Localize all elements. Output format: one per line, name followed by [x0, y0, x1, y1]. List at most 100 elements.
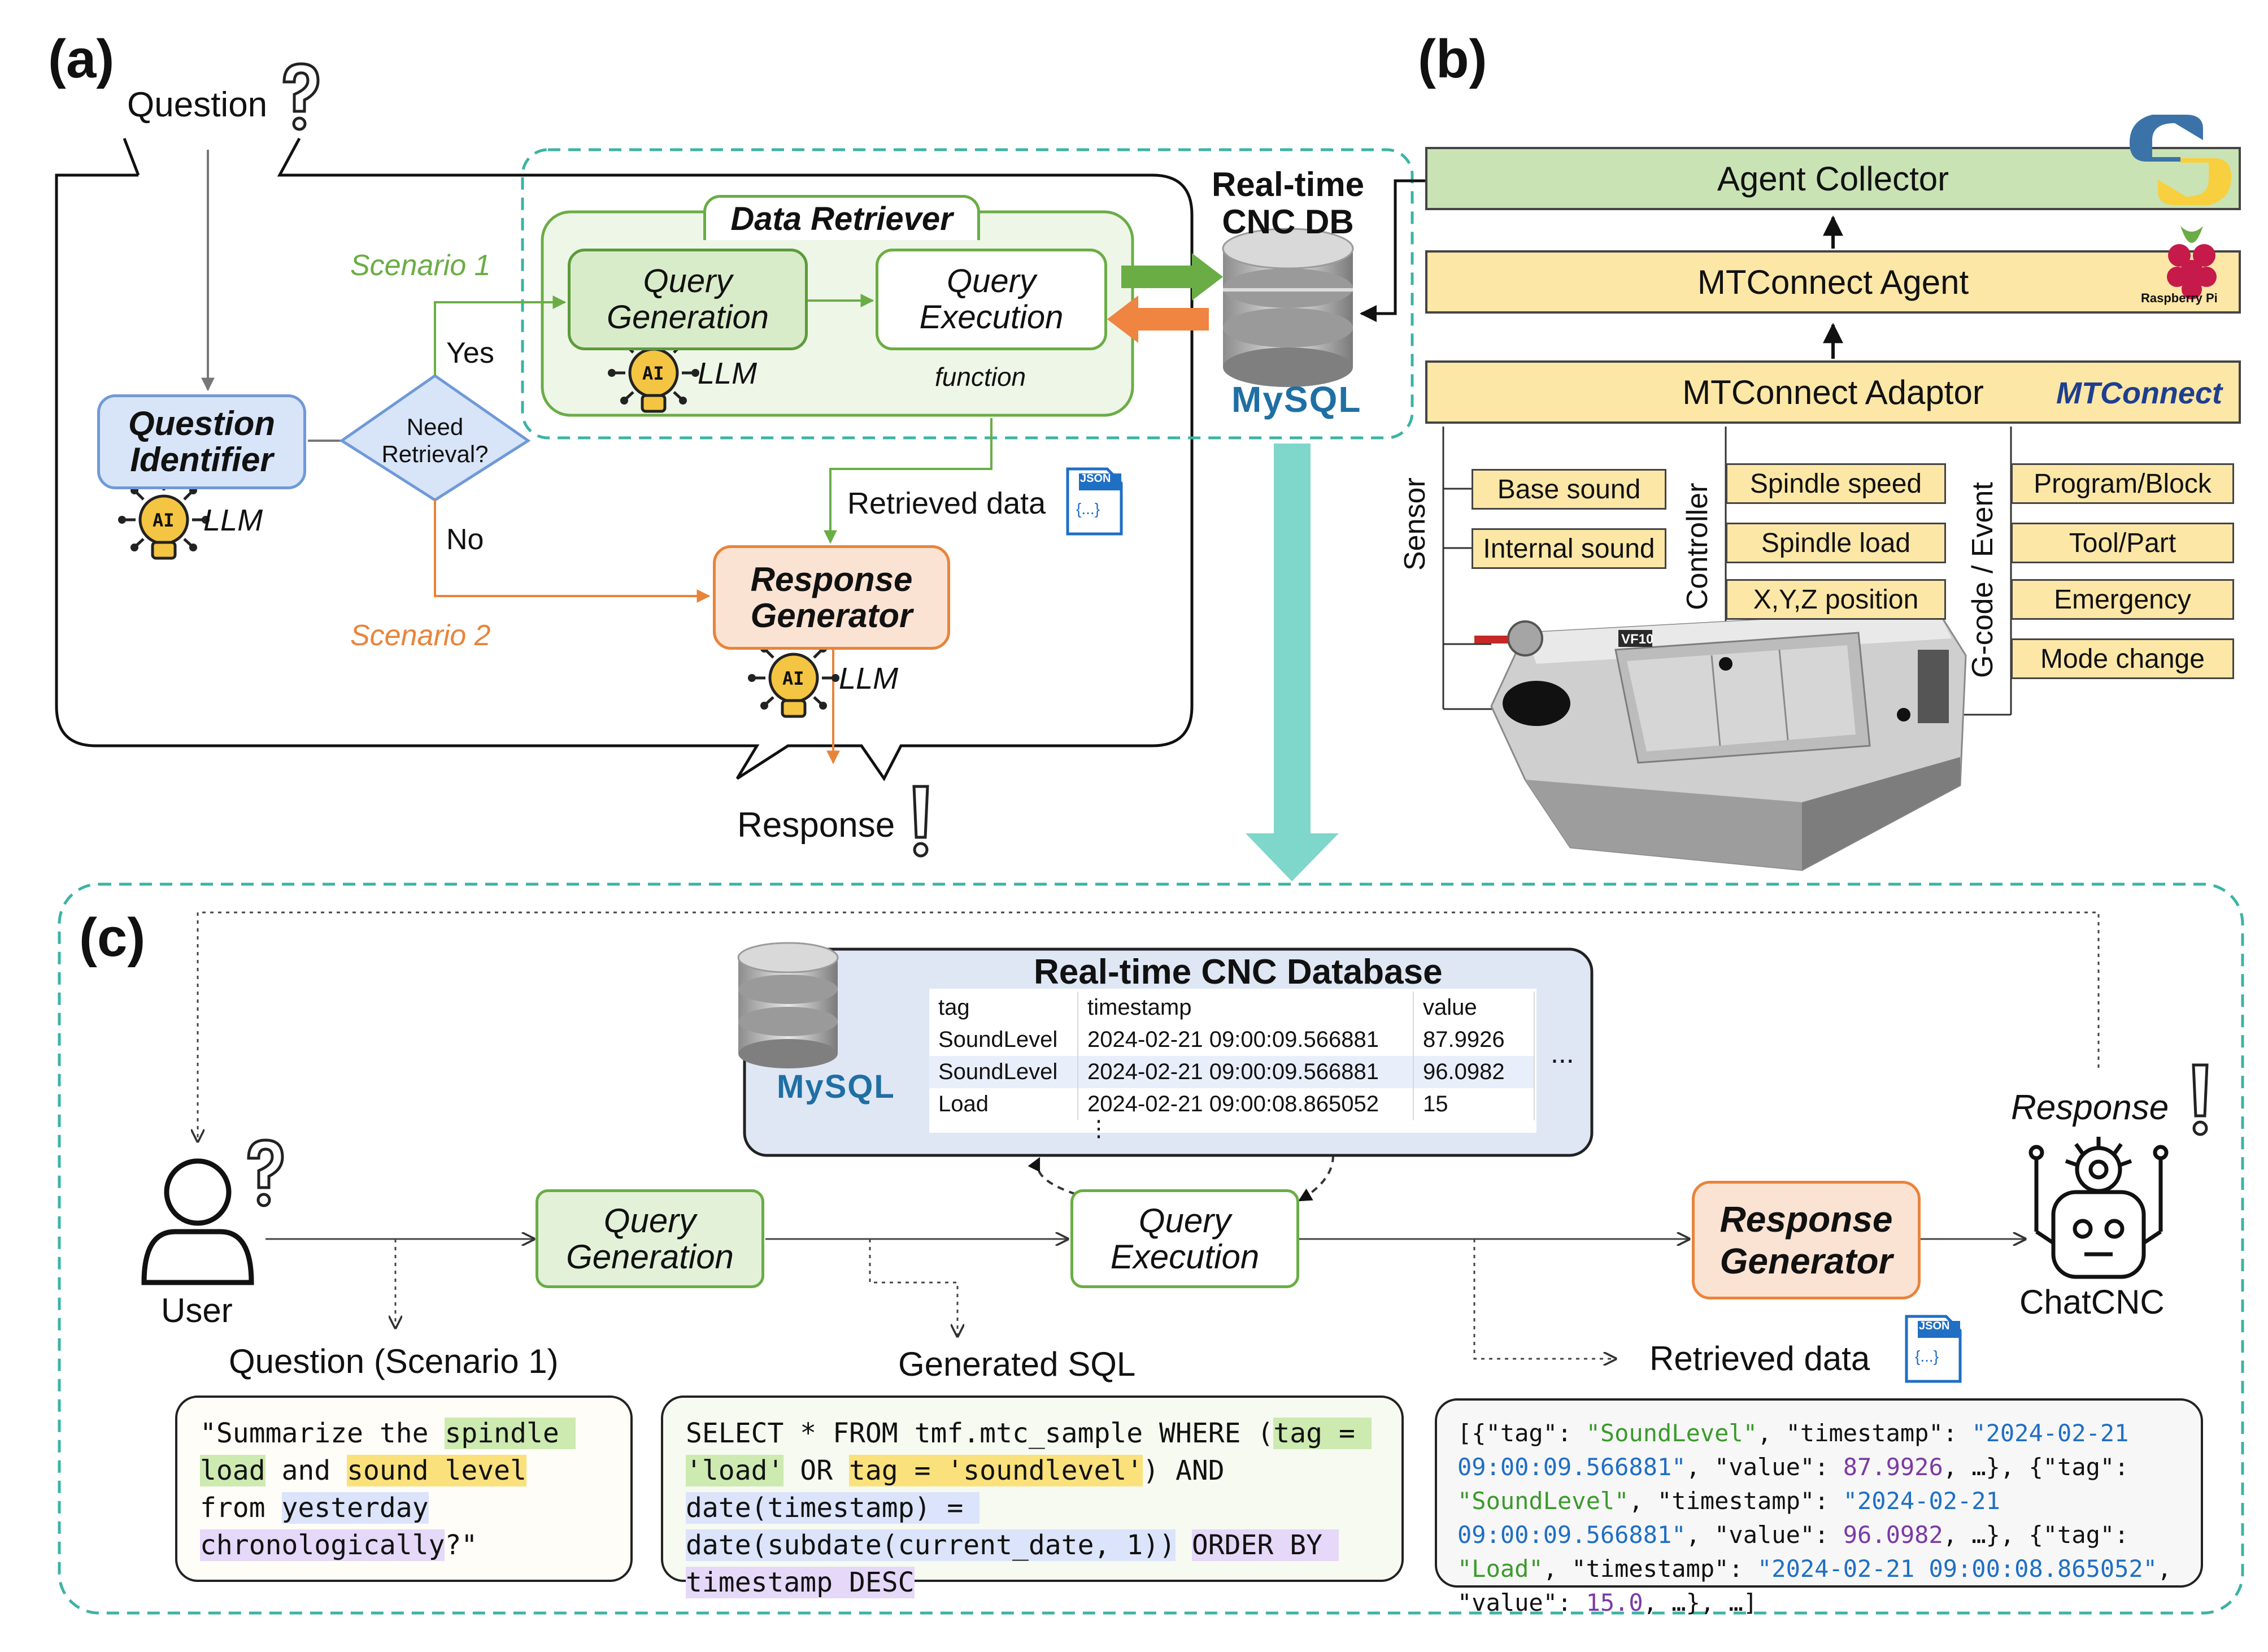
need-retrieval-label: Need Retrieval?: [381, 414, 489, 467]
llm-label: LLM: [839, 662, 899, 695]
question-identifier-box: Question Identifier: [97, 394, 306, 489]
table-cell: SoundLevel: [929, 1056, 1078, 1088]
table-header: tag: [929, 992, 1078, 1024]
table-header: value: [1413, 992, 1535, 1024]
question-label: Question: [127, 85, 268, 124]
bulb-icon: [748, 632, 839, 718]
user-label: User: [161, 1292, 233, 1329]
exclamation-icon: [912, 785, 929, 858]
sensor-item-label: Internal sound: [1483, 533, 1655, 564]
sql-text: OR: [783, 1455, 849, 1486]
scenario2-label: Scenario 2: [350, 619, 491, 652]
response-generator-label: Response Generator: [750, 560, 913, 634]
sql-highlight: tag = 'soundlevel': [848, 1455, 1143, 1486]
gcode-item-label: Program/Block: [2034, 468, 2212, 499]
table-cell: 96.0982: [1413, 1056, 1535, 1088]
response-label: Response: [2011, 1088, 2169, 1127]
panel-b-graphics: [1425, 115, 2241, 871]
retrieved-data-heading: Retrieved data: [1649, 1340, 1870, 1377]
json-number: 96.0982: [1843, 1521, 1943, 1549]
agent-collector-label-box: Agent Collector: [1426, 148, 2240, 209]
table-cell: SoundLevel: [929, 1024, 1078, 1056]
sensor-item-label: Base sound: [1497, 474, 1641, 505]
raspberry-pi-logo-icon: [2167, 226, 2217, 299]
table-vertical-ellipsis: ⋮: [1087, 1116, 1110, 1141]
sensor-group-label: Sensor: [1399, 477, 1431, 571]
json-number: 87.9926: [1843, 1453, 1943, 1481]
robot-icon: [2028, 1137, 2169, 1279]
need-retrieval-label-box: Need Retrieval?: [370, 407, 500, 475]
json-string: "2024-02-21 09:00:09.566881": [1457, 1419, 2143, 1481]
json-tag: JSON: [1080, 472, 1111, 485]
table-row: SoundLevel 2024-02-21 09:00:09.566881 96…: [929, 1056, 1535, 1088]
json-file-icon: [1066, 467, 1123, 536]
question-identifier-label: Question Identifier: [128, 405, 275, 479]
query-execution-box: Query Execution: [876, 249, 1107, 350]
question-mark-icon: [247, 1138, 284, 1207]
json-text: , …}, {"tag":: [1943, 1453, 2143, 1481]
data-retriever-title: Data Retriever: [703, 195, 980, 240]
sensor-item: Internal sound: [1472, 528, 1666, 569]
gcode-item: Emergency: [2011, 579, 2234, 620]
chatcnc-label: ChatCNC: [2019, 1283, 2165, 1321]
response-label: Response: [737, 806, 895, 845]
response-generator-box: Response Generator: [713, 545, 950, 650]
llm-label: LLM: [698, 357, 758, 390]
json-text: , "value":: [1686, 1453, 1843, 1481]
mysql-logo: MySQL: [1231, 379, 1362, 420]
controller-item-label: X,Y,Z position: [1753, 584, 1919, 615]
table-cell: 2024-02-21 09:00:09.566881: [1078, 1024, 1414, 1056]
panel-label-b: (b): [1418, 29, 1487, 89]
gcode-item-label: Mode change: [2040, 644, 2205, 674]
query-execution-box: Query Execution: [1070, 1189, 1299, 1288]
mysql-logo: MySQL: [777, 1068, 895, 1105]
json-glyph: {...}: [1076, 500, 1100, 518]
query-generation-box: Query Generation: [568, 249, 808, 350]
json-glyph: {...}: [1915, 1347, 1939, 1365]
mtconnect-agent-label-box: MTConnect Agent: [1426, 251, 2240, 312]
llm-label: LLM: [203, 503, 263, 537]
database-title: Real-time CNC Database: [1034, 953, 1443, 992]
question-highlight: chronologically: [200, 1529, 445, 1561]
table-cell: 2024-02-21 09:00:09.566881: [1078, 1056, 1414, 1088]
sensor-item: Base sound: [1472, 469, 1666, 510]
question-text: from: [200, 1455, 543, 1524]
sql-text: SELECT * FROM tmf.mtc_sample WHERE (: [686, 1418, 1274, 1449]
controller-group-label: Controller: [1681, 482, 1714, 610]
gcode-item: Tool/Part: [2011, 523, 2234, 563]
query-execution-label: Query Execution: [1110, 1201, 1260, 1276]
json-text: , …}, …]: [1643, 1589, 1758, 1616]
database-icon: [1222, 228, 1354, 387]
table-cell: Load: [929, 1088, 1078, 1120]
function-label: function: [935, 362, 1026, 392]
json-text: , "value":: [1686, 1521, 1843, 1549]
gcode-item: Mode change: [2011, 638, 2234, 679]
table-cell: 15: [1413, 1088, 1535, 1120]
json-text: , "timestamp":: [1757, 1419, 1972, 1447]
mtconnect-adaptor-label: MTConnect Adaptor: [1682, 373, 1984, 411]
json-string: "SoundLevel": [1586, 1419, 1758, 1447]
database-table: tag timestamp value SoundLevel 2024-02-2…: [929, 992, 1535, 1120]
yes-label: Yes: [446, 337, 494, 369]
controller-item-label: Spindle speed: [1749, 468, 1922, 499]
user-icon: [141, 1158, 254, 1285]
ai-badge: AI: [153, 510, 175, 531]
sql-heading: Generated SQL: [898, 1345, 1136, 1383]
gcode-item-label: Tool/Part: [2069, 528, 2176, 558]
sql-text-box: SELECT * FROM tmf.mtc_sample WHERE ( tag …: [661, 1395, 1404, 1598]
question-text: ?": [445, 1529, 478, 1561]
mtconnect-agent-label: MTConnect Agent: [1697, 263, 1969, 301]
table-row: Load 2024-02-21 09:00:08.865052 15: [929, 1088, 1535, 1120]
question-text: [429, 1492, 445, 1524]
response-generator-label: Response Generator: [1719, 1199, 1893, 1281]
panel-label-a: (a): [48, 29, 115, 89]
json-file-icon: [1905, 1315, 1962, 1383]
bulb-icon: [118, 474, 210, 560]
python-logo-icon: [2130, 115, 2231, 205]
gcode-group-label: G-code / Event: [1966, 482, 1999, 678]
query-generation-box: Query Generation: [536, 1189, 764, 1288]
question-mark-icon: [282, 62, 320, 131]
question-highlight: sound level: [347, 1455, 526, 1486]
question-text: "Summarize the: [200, 1418, 445, 1449]
